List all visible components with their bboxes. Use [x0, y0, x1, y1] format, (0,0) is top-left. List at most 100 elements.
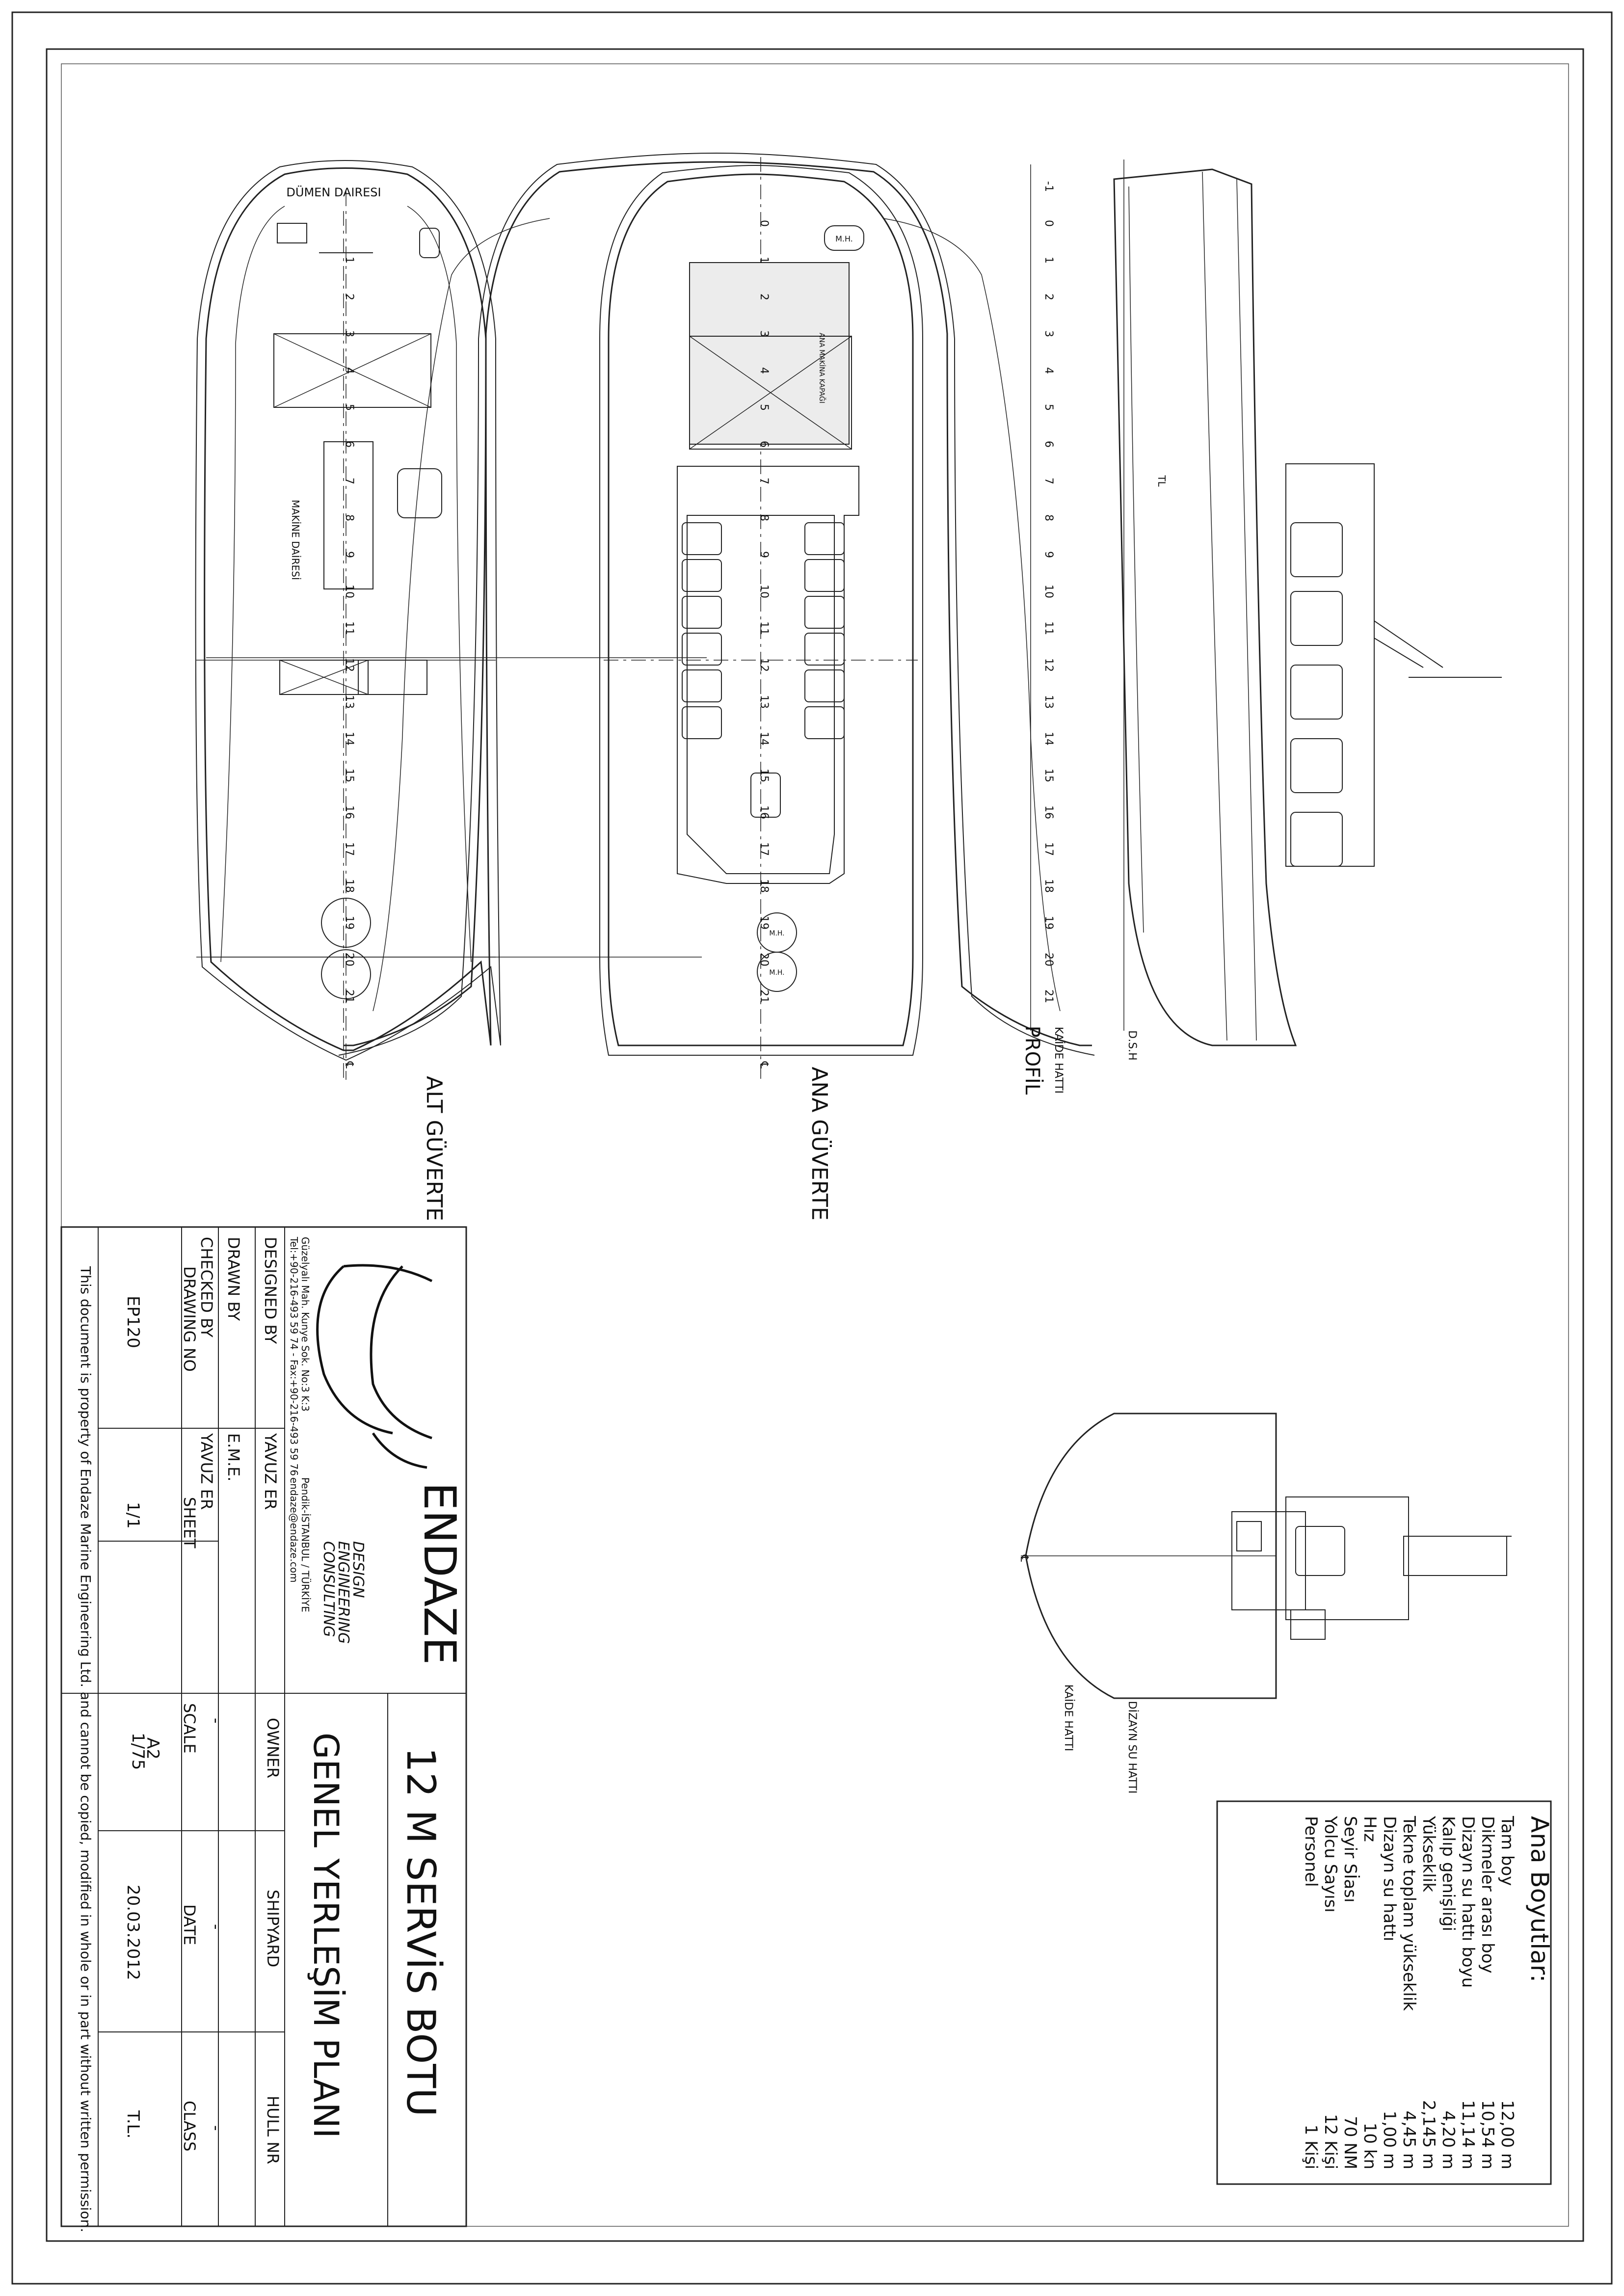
frame-number: 20	[1042, 953, 1055, 966]
dimension-label: Hız	[1360, 1816, 1380, 1842]
centerline-symbol: ℄	[343, 1061, 355, 1069]
frame-number: 11	[1042, 621, 1055, 635]
sheet-value: 1/1	[123, 1502, 143, 1529]
outer-border	[11, 11, 1613, 2285]
class-label: CLASS	[180, 2101, 199, 2151]
drawn-by-value: E.M.E.	[224, 1433, 243, 1482]
inner-border-thin	[61, 63, 1569, 2227]
frame-number: 17	[343, 842, 355, 856]
profile-hull	[1030, 160, 1502, 1046]
drawn-by-label: DRAWN BY	[224, 1237, 243, 1321]
manhole-label: M.H.	[769, 969, 784, 977]
frame-number: 9	[758, 551, 770, 558]
frame-number: 16	[1042, 805, 1055, 819]
scale-paper: A2	[143, 1737, 162, 1760]
copyright-notice: This document is property of Endaze Mari…	[78, 1266, 94, 2232]
manhole-label: M.H.	[835, 234, 853, 243]
frame-number: 11	[343, 621, 355, 635]
frame-number: 2	[758, 294, 770, 300]
frame-number: 3	[1042, 330, 1055, 337]
hull-nr-label: HULL NR	[264, 2096, 282, 2164]
frame-number: 13	[1042, 695, 1055, 709]
frame-number: 4	[1042, 367, 1055, 374]
frame-number: 5	[1042, 404, 1055, 411]
frame-number: 13	[758, 695, 770, 709]
frame-number: 16	[758, 805, 770, 819]
frame-number: 5	[343, 404, 355, 411]
frame-number: 18	[758, 879, 770, 893]
frame-number: 14	[1042, 732, 1055, 746]
company-logo	[316, 1264, 433, 1469]
dimension-value: 11,14 m	[1458, 2100, 1478, 2169]
frame-number: 6	[758, 441, 770, 448]
frame-number: 3	[343, 330, 355, 337]
baseline-label: KAİDE HATTI	[1062, 1684, 1075, 1751]
frame-number: 13	[343, 695, 355, 709]
frame-number: 9	[1042, 551, 1055, 558]
frame-number: 17	[758, 842, 770, 856]
company-tagline-1: DESIGN	[349, 1541, 367, 1598]
dimension-value: 10 kn	[1360, 2123, 1380, 2169]
frame-number: 0	[1042, 220, 1055, 227]
frame-number: 4	[758, 367, 770, 374]
company-contact: Tel:+90-216-493 59 74 - Fax:+90-216-493 …	[288, 1236, 300, 1476]
hull-nr-value: -	[207, 2125, 226, 2131]
frame-number: 8	[343, 514, 355, 521]
frame-number: 21	[758, 989, 770, 1003]
frame-number: 7	[758, 478, 770, 484]
frame-number: 1	[1042, 257, 1055, 264]
frame-number: 0	[758, 220, 770, 227]
frame-number: 2	[1042, 294, 1055, 300]
frame-number: 7	[343, 478, 355, 484]
frame-number: 10	[1042, 585, 1055, 598]
company-address: Güzelyalı Mah. Kunye Sok. No:3 K:3	[299, 1237, 311, 1412]
project-title: 12 M SERVİS BOTU	[398, 1747, 444, 2117]
lower-deck-title: ALT GÜVERTE	[422, 1076, 447, 1221]
title-block	[60, 1226, 467, 2227]
frame-number: 1	[758, 257, 770, 264]
dimension-value: 4,20 m	[1438, 2110, 1458, 2169]
frame-number: 21	[343, 989, 355, 1003]
dimension-label: Dizayn su hattı boyu	[1458, 1816, 1478, 1988]
date-value: 20.03.2012	[123, 1885, 143, 1980]
profile-title: PROFİL	[1021, 1026, 1044, 1095]
frame-number: 10	[758, 585, 770, 598]
main-deck-hull	[599, 157, 924, 1080]
company-tagline-2: ENGINEERING	[335, 1541, 352, 1644]
frame-number: 10	[343, 585, 355, 598]
company-tagline-3: CONSULTING	[320, 1541, 337, 1637]
frame-number: 11	[758, 621, 770, 635]
frame-number: 19	[758, 916, 770, 930]
baseline-label: KAİDE HATTI	[1052, 1027, 1065, 1094]
dimensions-group: Ana Boyutlar: Tam boy 12,00 m Dikmeler a…	[1301, 1815, 1554, 2169]
frame-number: 20	[343, 953, 355, 966]
scale-label: SCALE	[180, 1703, 199, 1754]
lower-deck-frames: 1 2 3 4 5 6 7 8 9 10 11 12 13 14 15 16 1…	[343, 257, 355, 1069]
date-label: DATE	[180, 1904, 199, 1945]
centerline-symbol: ℄	[1018, 1554, 1030, 1562]
frame-number: 6	[343, 441, 355, 448]
tank-label: TL	[1156, 475, 1168, 487]
frame-number: 12	[1042, 658, 1055, 672]
dimension-value: 12,00 m	[1497, 2100, 1517, 2169]
company-name: ENDAZE	[414, 1482, 465, 1665]
dimension-label: Tekne toplam yükseklik	[1399, 1815, 1419, 2011]
dimension-label: Yolcu Sayısı	[1321, 1815, 1340, 1913]
lower-deck-plan	[206, 152, 1095, 1080]
frame-number: 3	[758, 330, 770, 337]
frame-number: 6	[1042, 441, 1055, 448]
main-hatch-label: ANA MAKİNA KAPAĞI	[818, 333, 826, 403]
dimension-label: Yükseklik	[1419, 1815, 1438, 1892]
frame-number: 12	[343, 658, 355, 672]
title-block-text: ENDAZE DESIGN ENGINEERING CONSULTING Güz…	[78, 1236, 465, 2232]
engine-room-label: MAKİNE DAİRESİ	[290, 500, 301, 580]
dimension-value: 4,45 m	[1399, 2110, 1419, 2169]
company-email: endaze@endaze.com	[288, 1477, 300, 1583]
frame-number: 14	[758, 732, 770, 746]
dimension-label: Tam boy	[1497, 1815, 1517, 1886]
dwl-short-label: D.S.H	[1126, 1030, 1138, 1060]
frame-number: 18	[1042, 879, 1055, 893]
frame-number: 15	[343, 769, 355, 782]
dimension-value: 1 Kişi	[1301, 2125, 1321, 2169]
